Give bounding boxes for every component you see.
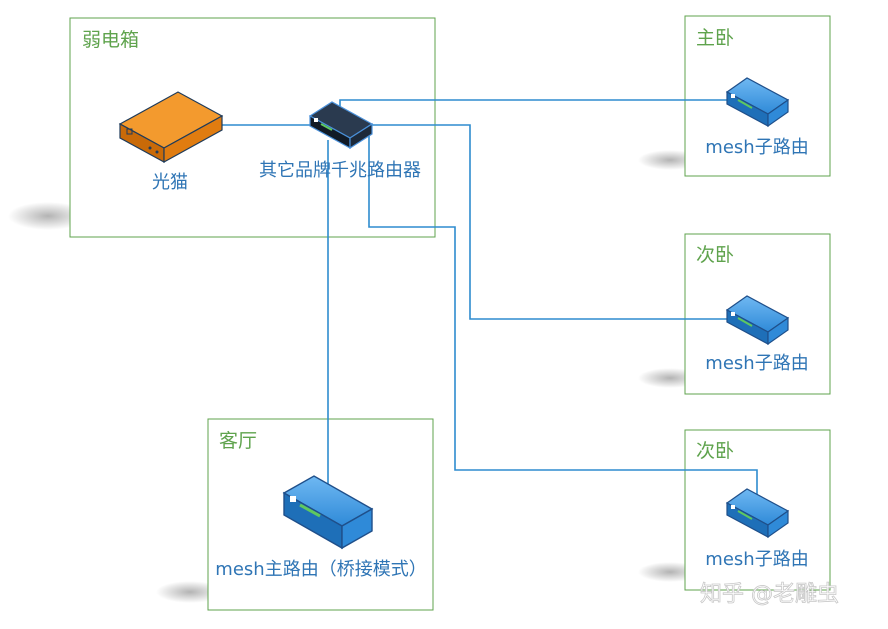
mesh-main-router-icon bbox=[282, 475, 374, 550]
mesh-main-router-label: mesh主路由（桥接模式） bbox=[215, 559, 426, 580]
router-label: 其它品牌千兆路由器 bbox=[259, 160, 421, 181]
modem-icon bbox=[118, 91, 224, 164]
link-router-second-1 bbox=[355, 124, 736, 320]
router-icon bbox=[308, 101, 374, 150]
mesh-node-label-second-1: mesh子路由 bbox=[705, 353, 808, 374]
zone-title-master-bedroom: 主卧 bbox=[696, 27, 734, 49]
link-router-second-2 bbox=[368, 132, 758, 500]
watermark: 知乎 @老雕虫 bbox=[700, 582, 839, 607]
mesh-node-label-master: mesh子路由 bbox=[705, 137, 808, 158]
zone-title-living-room: 客厅 bbox=[219, 430, 257, 452]
zone-title-second-bedroom-2: 次卧 bbox=[696, 440, 734, 462]
mesh-node-icon-master bbox=[725, 77, 790, 128]
mesh-node-icon-second-2 bbox=[725, 488, 790, 539]
zone-title-second-bedroom-1: 次卧 bbox=[696, 244, 734, 266]
zone-second-bedroom-2: 次卧 bbox=[684, 429, 831, 591]
zone-title-weak-box: 弱电箱 bbox=[82, 29, 139, 51]
mesh-node-icon-second-1 bbox=[725, 295, 790, 346]
modem-label: 光猫 bbox=[152, 172, 188, 193]
mesh-node-label-second-2: mesh子路由 bbox=[705, 549, 808, 570]
